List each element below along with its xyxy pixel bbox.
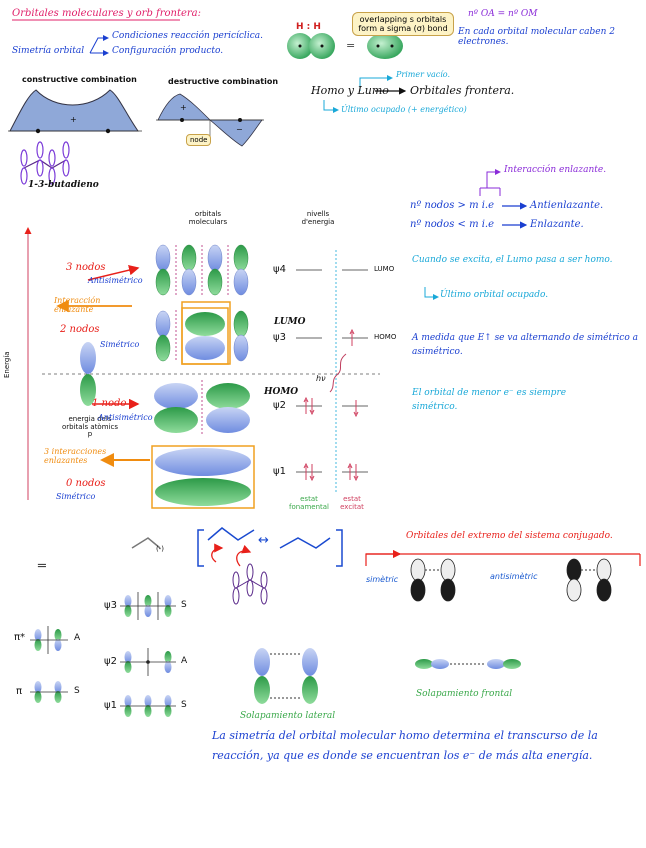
ground-state-label: estat fonamental [288,496,330,511]
conjugated-ends-label: Orbitales del extremo del sistema conjug… [406,532,613,542]
allyl-psi3-label: ψ3 [104,600,117,611]
pi-star-label: π* [14,632,25,643]
symmetric-psi3: Simétrico [100,341,139,350]
lumo-hand-label: LUMO [274,318,306,328]
sigma-bond-bubble: overlapping s orbitals form a sigma (σ) … [352,12,454,36]
plus-sign-destructive: + [180,104,187,113]
allyl-psi2 [120,648,176,676]
psi1-label: ψ1 [273,466,286,477]
hh-label: H : H [296,23,321,33]
antibonding-label: Antienlazante. [530,200,603,211]
frontier-orbitals-label: Orbitales frontera. [410,85,514,97]
product-configuration: Configuración producto. [112,47,223,57]
allyl-psi3-s: S [181,601,187,611]
destructive-label: destructive combination [168,78,278,87]
homo-hand-label: HOMO [264,388,298,398]
lateral-overlap [254,648,318,704]
energy-axis-label: Energía [4,351,12,378]
bonding-interaction-psi3: Interacción enlazante [54,297,124,315]
rule-less-nodes: nº nodos < m i.e [410,219,494,230]
alternating-symmetry-note: A medida que E↑ se va alternando de simé… [412,331,638,360]
allyl-psi1-s: S [181,701,187,711]
lowest-symmetric-note: El orbital de menor e⁻ es siempre simétr… [412,386,612,415]
symmetric-end-orbitals [411,559,455,601]
zero-nodes-label: 0 nodos [66,478,106,489]
condition-reaction: Condiciones reacción pericíclica. [112,32,263,42]
butadiene-sketch [21,142,69,184]
atomic-p-orbital [80,342,96,406]
three-nodes-label: 3 nodos [66,262,106,273]
last-occupied-label: Último ocupado (+ energético) [341,106,467,115]
plus-sign: + [70,116,77,125]
bonding-interaction-label: Interacción enlazante. [504,166,606,176]
pi-star-a: A [74,634,80,644]
psi3-label: ψ3 [273,332,286,343]
bottom-equals: ═ [38,560,46,574]
mo-header: orbitals moleculars [180,211,236,226]
allyl-psi2-label: ψ2 [104,656,117,667]
pi-s: S [74,687,80,697]
section-title: Orbitales moleculares y orb frontera: [12,8,201,19]
symmetric-label: simètric [366,576,398,585]
orbital-symmetry-label: Simetría orbital [12,47,84,57]
allyl-p-orbitals-sketch [233,564,267,604]
resonance-arrow: ↔ [258,534,269,548]
mo-psi2 [154,380,250,436]
lumo-level-label: LUMO [374,266,394,274]
two-nodes-label: 2 nodos [60,324,100,335]
energy-levels [296,270,368,472]
one-node-label: 1 nodo [92,398,126,409]
three-bonding-interactions: 3 interacciones enlazantes [44,448,114,466]
antisymmetric-psi4: Antisimétrico [88,277,143,286]
allyl-psi2-a: A [181,657,187,667]
pi-label: π [16,686,22,697]
conclusion-line-2: reacción, ya que es donde se encuentran … [212,750,592,762]
lateral-overlap-label: Solapamiento lateral [240,712,335,722]
first-empty-label: Primer vacío. [396,71,450,80]
mo-psi3 [156,308,248,364]
constructive-label: constructive combination [22,76,137,85]
excited-state-label: estat excitat [334,496,370,511]
hv-label: hν [316,375,326,384]
butadiene-label: 1-3-butadieno [28,181,99,191]
homo-lumo-label: Homo y Lumo [311,85,389,97]
antisymmetric-psi2: Antisimétrico [98,414,153,423]
ethylene-pi [30,681,68,703]
allyl-psi3 [120,592,176,620]
last-occupied-note: Último orbital ocupado. [440,291,548,301]
rule-more-nodes: nº nodos > m i.e [410,200,494,211]
minus-sign: − [236,126,243,135]
frontal-overlap [415,659,521,669]
antisymmetric-end-orbitals [567,559,611,601]
homo-level-label: HOMO [374,334,396,342]
symmetric-psi1: Simétrico [56,493,95,502]
excitation-note: Cuando se excita, el Lumo pasa a ser hom… [412,254,638,268]
antisymmetric-label: antisimètric [490,573,537,582]
allyl-psi1-label: ψ1 [104,700,117,711]
bonding-label: Enlazante. [530,219,584,230]
constructive-combination-plot [8,90,142,133]
ethylene-pi-star [30,626,68,654]
psi2-label: ψ2 [273,400,286,411]
oa-om-rule: nº OA = nº OM [468,10,538,20]
levels-header: nivells d'energia [290,211,346,226]
frontal-overlap-label: Solapamiento frontal [416,690,512,700]
equals-sign: = [346,40,355,52]
negative-charge: (-) [156,546,164,554]
node-label: node [186,134,211,146]
two-electrons-note: En cada orbital molecular caben 2 electr… [458,28,638,48]
mo-psi4 [156,245,248,295]
mo-psi1 [152,446,254,508]
conclusion-line-1: La simetría del orbital molecular homo d… [212,730,598,742]
allyl-psi1 [120,695,176,717]
psi4-label: ψ4 [273,264,286,275]
